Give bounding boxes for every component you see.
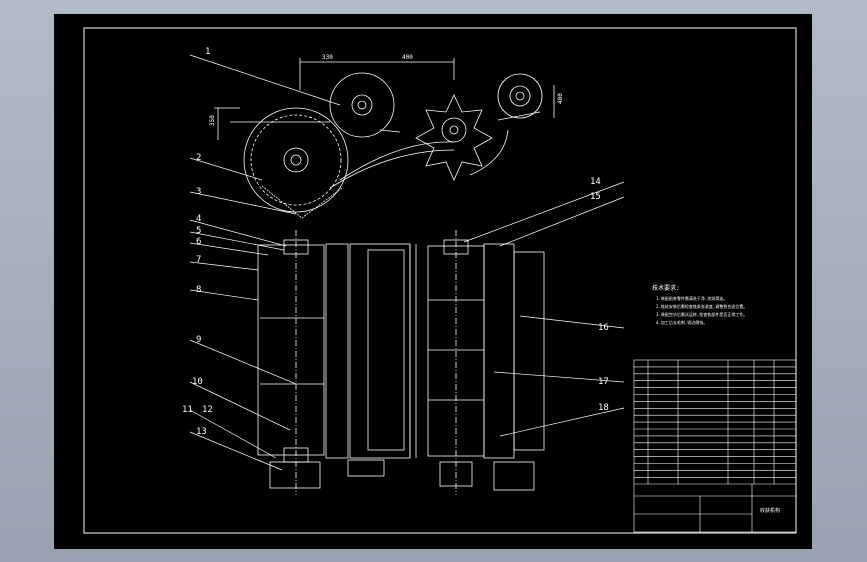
callout-15: 15 <box>590 192 601 202</box>
callout-13: 13 <box>196 427 207 437</box>
dimension-480: 480 <box>557 93 564 104</box>
notes-title: 技术要求: <box>652 284 680 292</box>
note-line-1: 1.装配前各零件需清洗干净,涂润滑油。 <box>656 295 727 301</box>
callout-leaders <box>189 54 625 471</box>
callout-1: 1 <box>205 47 210 57</box>
dimension-330: 330 <box>322 54 333 61</box>
drawing-sheet: 1 2 3 4 5 6 7 8 9 10 11 12 13 14 15 16 1… <box>54 14 812 549</box>
dimension-400: 400 <box>402 54 413 61</box>
callout-7: 7 <box>196 255 201 265</box>
callout-12: 12 <box>202 405 213 415</box>
callout-10: 10 <box>192 377 203 387</box>
callout-8: 8 <box>196 285 201 295</box>
note-line-4: 4.加工后去毛刺,锐边倒钝。 <box>656 319 707 325</box>
note-line-2: 2.链轮安装后需检查链条张紧度,调整到合适位置。 <box>656 303 747 309</box>
callout-6: 6 <box>196 237 201 247</box>
technical-notes: 技术要求: 1.装配前各零件需清洗干净,涂润滑油。 2.链轮安装后需检查链条张紧… <box>652 284 747 325</box>
note-line-3: 3.装配完毕后需试运转,检查各部件是否正常工作。 <box>656 311 747 317</box>
callout-16: 16 <box>598 323 609 333</box>
drawing-border <box>83 27 797 534</box>
title-block-drawing-name: 收获机构 <box>760 507 780 514</box>
callout-9: 9 <box>196 335 201 345</box>
callout-17: 17 <box>598 377 609 387</box>
parts-list-table <box>633 359 797 533</box>
gear-train-top-view <box>214 58 555 219</box>
callout-5: 5 <box>196 226 201 236</box>
dimension-350: 350 <box>209 115 216 126</box>
callout-3: 3 <box>196 187 201 197</box>
callout-18: 18 <box>598 403 609 413</box>
callout-2: 2 <box>196 153 201 163</box>
callout-11: 11 <box>182 405 193 415</box>
frame-assembly-front-view <box>257 230 545 495</box>
callout-4: 4 <box>196 214 201 224</box>
callout-14: 14 <box>590 177 601 187</box>
mechanical-drawing: 1 2 3 4 5 6 7 8 9 10 11 12 13 14 15 16 1… <box>83 27 797 534</box>
